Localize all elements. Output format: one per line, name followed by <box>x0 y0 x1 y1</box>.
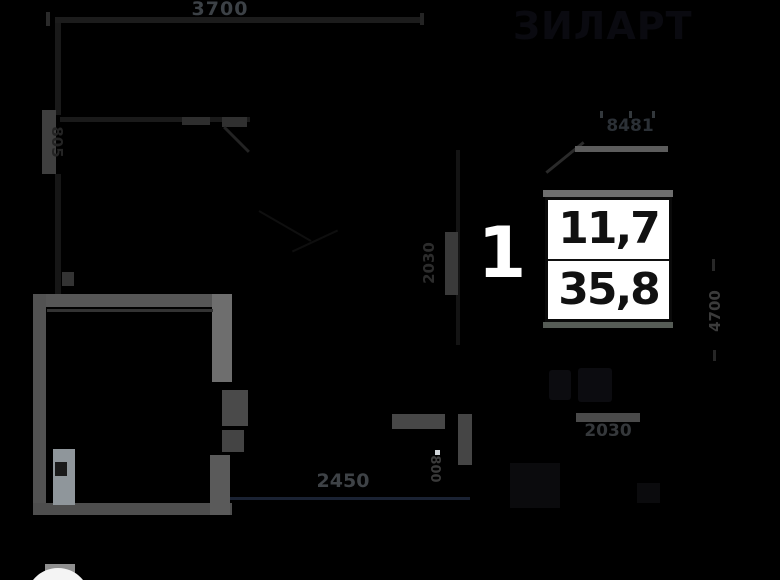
unit-area-card: 11,7 35,8 <box>545 197 672 322</box>
bathroom-inner-line <box>47 309 213 312</box>
bathroom-wall-right-upper <box>212 294 232 382</box>
dimension-tick <box>420 13 424 25</box>
dimension-label-top: 3700 <box>191 0 249 20</box>
dimension-line-bottom <box>225 497 470 500</box>
wall-left-lower <box>55 174 61 294</box>
dimension-tick <box>652 111 655 118</box>
dimension-label-left: 805 <box>48 126 66 158</box>
plan-mark <box>62 272 74 286</box>
card-divider <box>548 258 669 261</box>
furniture-smudge <box>637 483 660 503</box>
dimension-label-kitchen: 2030 <box>584 421 632 441</box>
wall-top <box>55 17 423 23</box>
room-label-smudge <box>578 368 612 402</box>
dimension-bar-kitchen <box>576 413 640 422</box>
bathroom-wall-right-lower <box>210 455 230 515</box>
wall-living-right <box>456 150 460 345</box>
room-label-smudge <box>549 370 571 400</box>
total-area-value: 35,8 <box>558 263 661 315</box>
plan-speck <box>435 450 440 455</box>
card-cap-bottom <box>543 322 673 328</box>
bathroom-wall-left <box>33 294 46 515</box>
wall-left-upper <box>55 23 61 115</box>
dimension-tick <box>713 350 716 361</box>
bathroom-wall-protrusion <box>222 390 248 426</box>
card-cap-top <box>543 190 673 197</box>
bathroom-wall-bottom <box>33 503 232 515</box>
dimension-label-balcony: 8481 <box>606 116 654 136</box>
wall-bottom-right-v <box>458 414 472 465</box>
dimension-bar-left <box>42 110 56 174</box>
dimension-label-bottom: 2450 <box>316 470 370 492</box>
bathroom-wall-top <box>33 294 232 307</box>
rooms-count: 1 <box>477 212 527 294</box>
brand-watermark: ЗИЛАРТ <box>513 4 693 48</box>
living-area-value: 11,7 <box>558 203 661 255</box>
logo-circle <box>26 568 90 580</box>
dimension-label-niche: 800 <box>427 455 442 483</box>
dimension-label-right: 4700 <box>706 290 724 332</box>
wall-middle <box>60 117 250 122</box>
bathroom-door-notch <box>55 462 67 476</box>
bathroom-door-leaf <box>53 449 75 505</box>
door-opening <box>222 117 247 127</box>
furniture-smudge <box>510 463 560 508</box>
dimension-bar-living <box>445 232 458 295</box>
bathroom-wall-protrusion <box>222 430 244 452</box>
dimension-tick <box>629 111 632 118</box>
wall-bottom-right-h <box>392 414 445 429</box>
balcony-rail <box>575 146 668 152</box>
door-leaf-line <box>223 126 250 153</box>
door-opening <box>182 117 210 125</box>
dimension-label-living: 2030 <box>420 242 438 284</box>
dimension-tick <box>600 111 603 118</box>
dimension-tick <box>46 12 50 26</box>
furniture-line <box>258 210 312 242</box>
dimension-tick <box>712 259 715 271</box>
